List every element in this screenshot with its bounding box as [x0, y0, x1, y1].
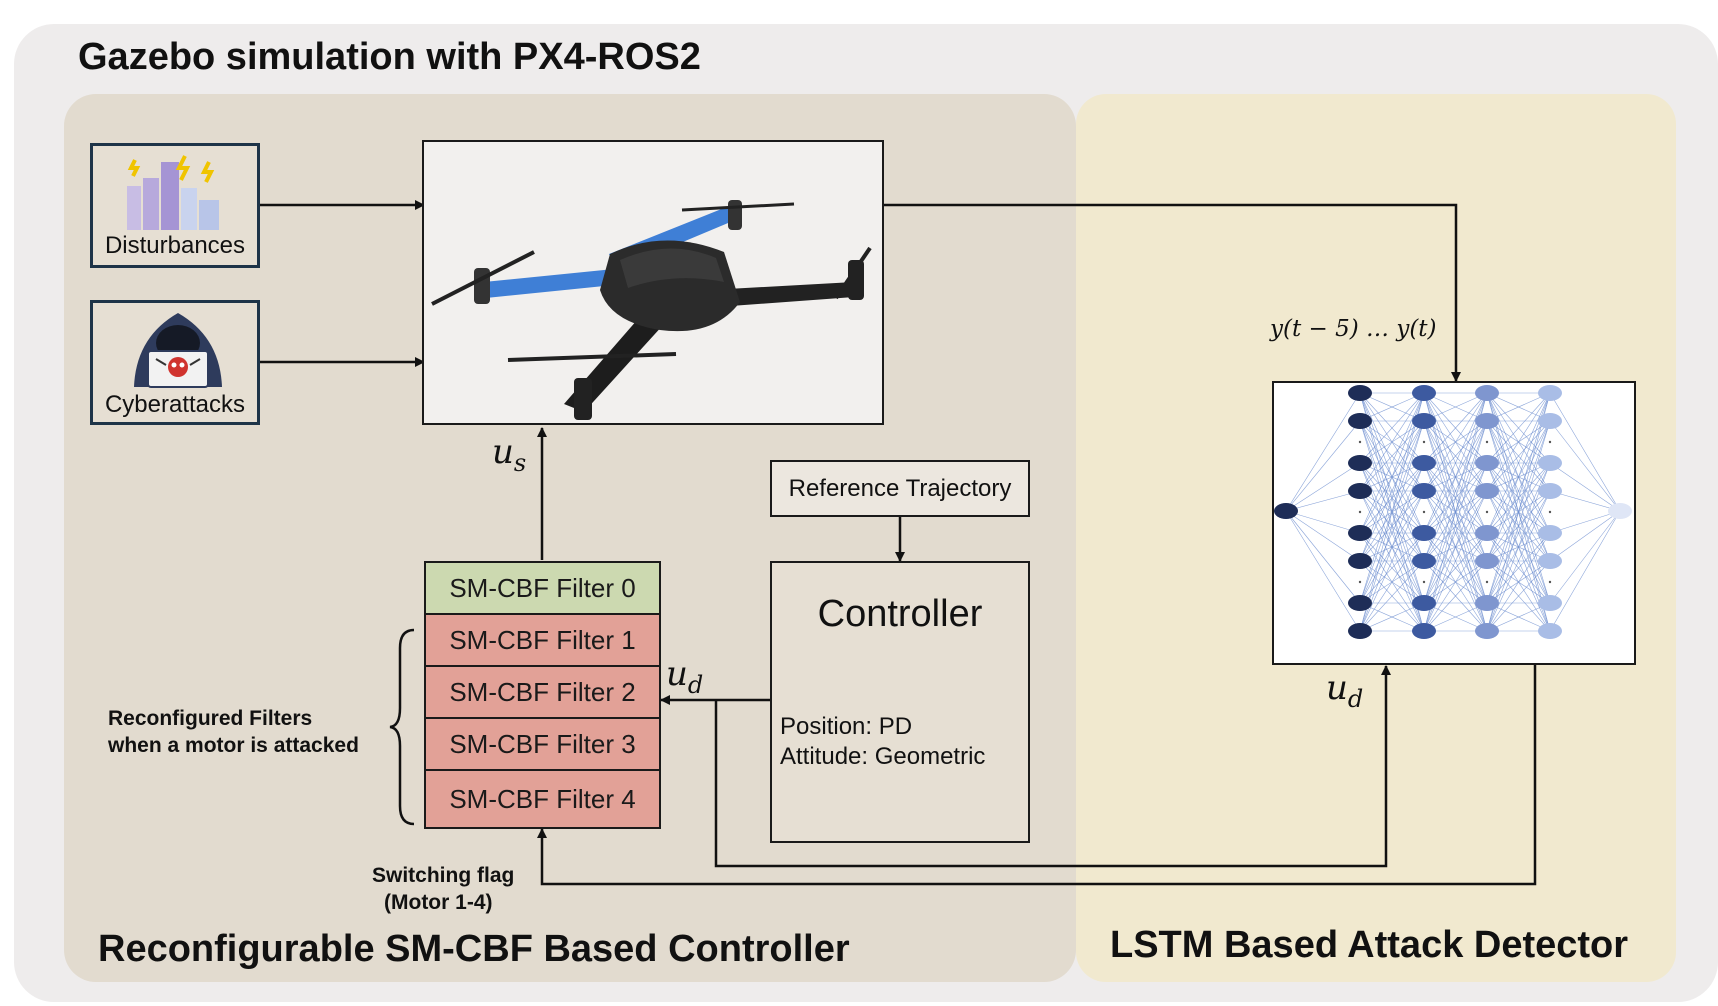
nn-node	[1475, 595, 1499, 611]
nn-ellipsis-dot	[1422, 510, 1426, 514]
nn-node	[1412, 413, 1436, 429]
nn-node	[1348, 483, 1372, 499]
city-storm-icon	[127, 155, 219, 230]
page-title: Gazebo simulation with PX4-ROS2	[78, 36, 701, 78]
nn-ellipsis-dot	[1548, 510, 1552, 514]
controller-title: Controller	[817, 593, 983, 635]
nn-node	[1538, 483, 1562, 499]
lstm-network-box	[1272, 381, 1636, 665]
nn-output-node	[1608, 503, 1632, 519]
us-signal-label: us	[492, 432, 526, 477]
nn-node	[1348, 455, 1372, 471]
nn-ellipsis-dot	[1548, 580, 1552, 584]
nn-ellipsis-dot	[1485, 510, 1489, 514]
ud-detector-subscript: d	[1347, 684, 1364, 713]
drone-image	[431, 200, 872, 420]
nn-node	[1348, 385, 1372, 401]
nn-node	[1538, 595, 1562, 611]
nn-ellipsis-dot	[1422, 440, 1426, 444]
nn-node	[1412, 525, 1436, 541]
nn-node	[1412, 455, 1436, 471]
ud-detector-label: ud	[1326, 668, 1363, 713]
nn-ellipsis-dot	[1358, 440, 1362, 444]
nn-node	[1412, 385, 1436, 401]
nn-node	[1412, 483, 1436, 499]
arrow-ud-detector	[714, 665, 1391, 868]
nn-node	[1538, 623, 1562, 639]
cyberattacks-box: Cyberattacks	[90, 300, 260, 425]
nn-node	[1538, 413, 1562, 429]
nn-node	[1348, 553, 1372, 569]
us-subscript: s	[513, 448, 527, 477]
nn-connections	[1285, 392, 1621, 632]
reference-trajectory-box: Reference Trajectory	[770, 460, 1030, 517]
nn-node	[1348, 413, 1372, 429]
arrow-outputs	[883, 203, 1461, 382]
hacker-icon	[134, 313, 222, 388]
neural-network-diagram	[1274, 385, 1632, 639]
arrow-switching-flag	[537, 665, 1537, 886]
nn-node	[1538, 525, 1562, 541]
switching-flag-line1: Switching flag	[372, 864, 515, 887]
brace-icon	[389, 628, 415, 826]
nn-node	[1475, 413, 1499, 429]
nn-node	[1348, 623, 1372, 639]
switching-flag-line2: (Motor 1-4)	[384, 891, 493, 914]
output-signals-label: y(t − 5) … y(t)	[1270, 316, 1437, 342]
nn-ellipsis-dot	[1358, 580, 1362, 584]
nn-node	[1538, 455, 1562, 471]
controller-position: Position: PD	[780, 713, 913, 740]
nn-node	[1475, 623, 1499, 639]
nn-node	[1475, 483, 1499, 499]
filter-3: SM-CBF Filter 3	[426, 719, 659, 771]
disturbances-box: Disturbances	[90, 143, 260, 268]
ud-base: u	[666, 654, 688, 694]
nn-node	[1348, 525, 1372, 541]
reconfig-note-line1: Reconfigured Filters	[108, 707, 313, 730]
right-panel-title: LSTM Based Attack Detector	[1110, 924, 1629, 966]
nn-node	[1475, 525, 1499, 541]
ud-subscript: d	[687, 670, 704, 699]
filter-1: SM-CBF Filter 1	[426, 615, 659, 667]
filter-2: SM-CBF Filter 2	[426, 667, 659, 719]
filter-stack: SM-CBF Filter 0 SM-CBF Filter 1 SM-CBF F…	[424, 561, 661, 829]
nn-ellipsis-dot	[1485, 440, 1489, 444]
nn-ellipsis-dot	[1485, 580, 1489, 584]
ud-detector-base: u	[1326, 668, 1348, 708]
cyberattacks-label: Cyberattacks	[104, 391, 246, 418]
nn-input-node	[1274, 503, 1298, 519]
disturbances-label: Disturbances	[104, 232, 246, 259]
us-base: u	[492, 432, 514, 472]
reference-label: Reference Trajectory	[788, 475, 1012, 502]
nn-ellipsis-dot	[1358, 510, 1362, 514]
nn-node	[1412, 623, 1436, 639]
controller-box: Controller Position: PD Attitude: Geomet…	[770, 561, 1030, 843]
filter-4: SM-CBF Filter 4	[426, 771, 659, 827]
nn-node	[1412, 553, 1436, 569]
nn-node	[1538, 553, 1562, 569]
reconfig-note-line2: when a motor is attacked	[108, 734, 359, 757]
left-panel-title: Reconfigurable SM-CBF Based Controller	[98, 928, 850, 970]
filter-0: SM-CBF Filter 0	[426, 563, 659, 615]
nn-node	[1475, 553, 1499, 569]
nn-node	[1348, 595, 1372, 611]
drone-plant-box	[422, 140, 884, 425]
nn-ellipsis-dot	[1422, 580, 1426, 584]
controller-attitude: Attitude: Geometric	[780, 743, 986, 770]
nn-node	[1475, 385, 1499, 401]
nn-node	[1475, 455, 1499, 471]
nn-node	[1412, 595, 1436, 611]
nn-node	[1538, 385, 1562, 401]
ud-filter-label: ud	[666, 654, 703, 699]
nn-ellipsis-dot	[1548, 440, 1552, 444]
